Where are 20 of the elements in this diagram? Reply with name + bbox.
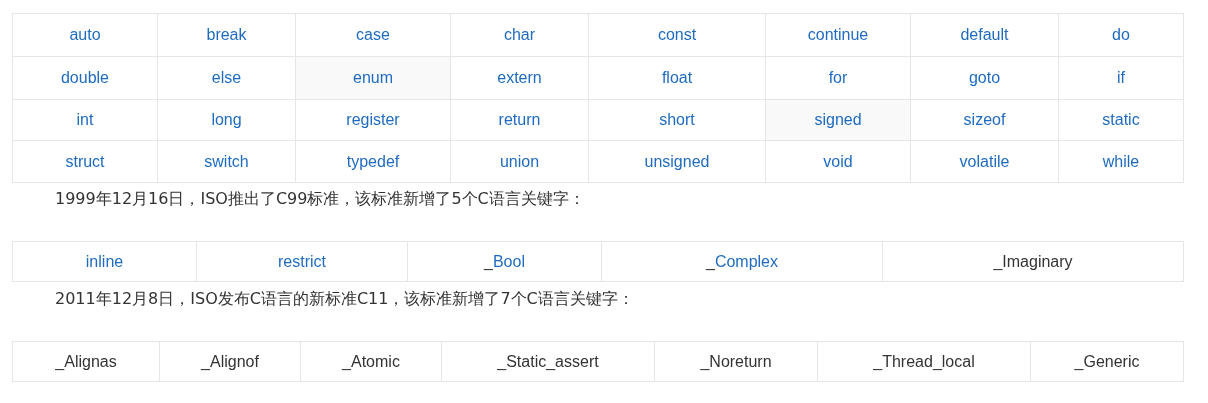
- keyword-cell: signed: [765, 99, 911, 141]
- keyword-cell: restrict: [196, 241, 408, 282]
- keyword-cell: _Bool: [407, 241, 602, 282]
- keyword-cell: inline: [12, 241, 197, 282]
- keyword-cell: _Static_assert: [441, 341, 655, 382]
- keyword-cell: _Imaginary: [882, 241, 1184, 282]
- keyword-cell: _Noreturn: [654, 341, 818, 382]
- keyword-cell: while: [1058, 140, 1184, 183]
- keyword-cell: auto: [12, 13, 158, 57]
- keyword-cell: _Thread_local: [817, 341, 1031, 382]
- keyword-cell: enum: [295, 56, 451, 100]
- keyword-cell: do: [1058, 13, 1184, 57]
- keyword-cell: struct: [12, 140, 158, 183]
- keyword-cell: _Alignas: [12, 341, 160, 382]
- keyword-cell: _Alignof: [159, 341, 301, 382]
- keyword-cell: _Atomic: [300, 341, 442, 382]
- keyword-cell: _Generic: [1030, 341, 1184, 382]
- note-text: 1999年12月16日，ISO推出了C99标准，该标准新增了5个C语言关键字：: [55, 189, 585, 210]
- keyword-cell: _Complex: [601, 241, 883, 282]
- note-text: 2011年12月8日，ISO发布C语言的新标准C11，该标准新增了7个C语言关键字：: [55, 289, 634, 310]
